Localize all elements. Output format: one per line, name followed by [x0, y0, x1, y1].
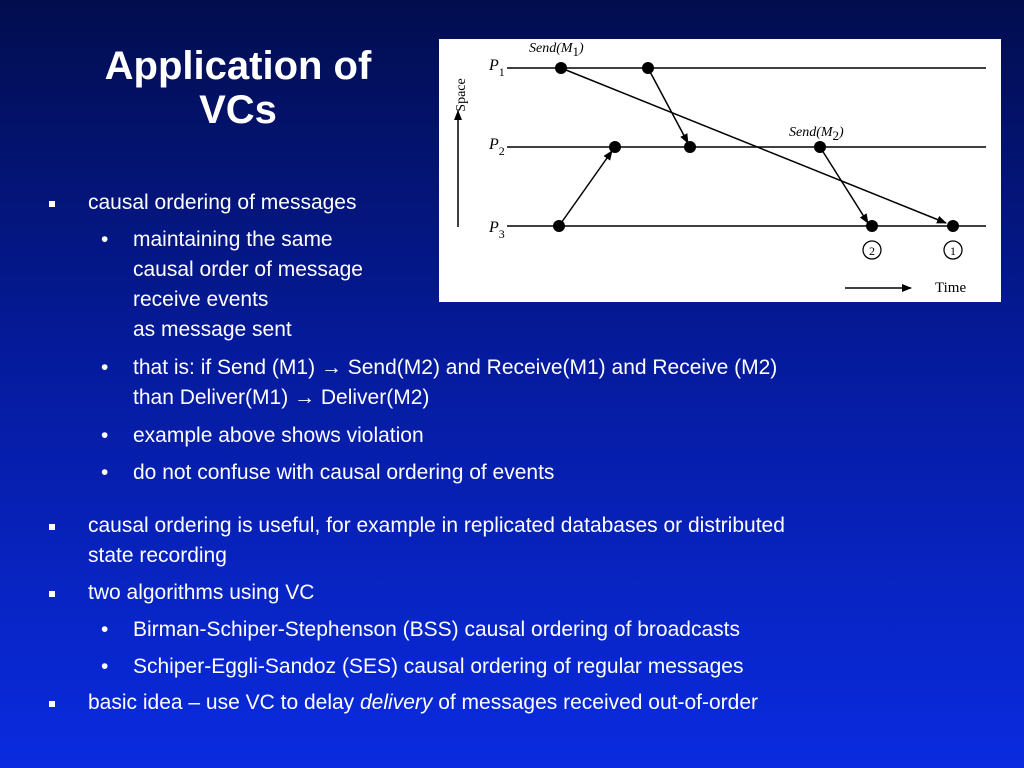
dot-bullet-icon: •: [101, 618, 109, 641]
receive-order-mark-1: [943, 240, 963, 260]
bullet-text-line: maintaining the same: [133, 228, 333, 251]
message-p1-p2-arrow: [647, 67, 689, 144]
bullet-text: example above shows violation: [133, 424, 424, 447]
event-dot: [609, 141, 621, 153]
event-dot: [684, 141, 696, 153]
dot-bullet-icon: •: [101, 424, 109, 447]
bullet-text-emphasis: delivery: [360, 691, 433, 714]
dot-bullet-icon: •: [101, 356, 109, 379]
receive-order-mark-2: [862, 240, 882, 260]
square-bullet-icon: [49, 591, 55, 597]
event-dot: [947, 220, 959, 232]
event-dot: [555, 62, 567, 74]
message-p3-p2-arrow: [558, 150, 613, 227]
bullet-text: causal ordering of messages: [88, 191, 357, 214]
square-bullet-icon: [49, 201, 55, 207]
bullet-text-line: than Deliver(M1) → Deliver(M2): [133, 386, 430, 409]
receive-order-2-text: 2: [869, 244, 875, 258]
message-m2-arrow: [819, 146, 869, 224]
bullet-text-line: receive events: [133, 288, 269, 311]
dot-bullet-icon: •: [101, 461, 109, 484]
bullet-text-post: of messages received out-of-order: [432, 691, 759, 714]
sub-bullet-bss: • Birman-Schiper-Stephenson (BSS) causal…: [101, 615, 740, 645]
receive-order-1-text: 1: [950, 244, 956, 258]
square-bullet-icon: [49, 524, 55, 530]
bullet-text: two algorithms using VC: [88, 581, 315, 604]
title-line-2: VCs: [199, 88, 277, 132]
sub-bullet-do-not-confuse: • do not confuse with causal ordering of…: [101, 458, 555, 488]
send-m2-label: Send(M2): [789, 125, 844, 143]
bullet-text-line: that is: if Send (M1) → Send(M2) and Rec…: [133, 356, 778, 379]
bullet-useful: causal ordering is useful, for example i…: [49, 511, 785, 571]
event-dot: [866, 220, 878, 232]
event-dot: [814, 141, 826, 153]
message-m1-arrow: [560, 67, 947, 224]
slide-title: Application of VCs: [60, 44, 416, 132]
sub-bullet-violation: • example above shows violation: [101, 421, 424, 451]
title-line-1: Application of: [104, 44, 372, 88]
process-label-p2: P2: [488, 136, 505, 158]
bullet-text-pre: basic idea – use VC to delay: [88, 691, 360, 714]
sub-bullet-maintaining: • maintaining the same causal order of m…: [101, 225, 363, 345]
event-dot: [553, 220, 565, 232]
time-label: Time: [935, 280, 966, 296]
dot-bullet-icon: •: [101, 655, 109, 678]
diagram-svg: Space P1 P2 P3 Send(M1) Send(M2) 2 1: [454, 41, 986, 296]
bullet-basic-idea: basic idea – use VC to delay delivery of…: [49, 688, 759, 718]
dot-bullet-icon: •: [101, 228, 109, 251]
bullet-text-line: causal ordering is useful, for example i…: [88, 514, 785, 537]
process-label-p1: P1: [488, 57, 505, 79]
bullet-text: do not confuse with causal ordering of e…: [133, 461, 555, 484]
send-m1-label: Send(M1): [529, 41, 584, 59]
bullet-text: Birman-Schiper-Stephenson (BSS) causal o…: [133, 618, 740, 641]
space-label: Space: [454, 78, 469, 111]
bullet-causal-ordering: causal ordering of messages: [49, 188, 357, 218]
bullet-text-line: causal order of message: [133, 258, 363, 281]
process-label-p3: P3: [488, 219, 505, 241]
bullet-two-algorithms: two algorithms using VC: [49, 578, 315, 608]
bullet-text-line: state recording: [88, 544, 227, 567]
space-time-diagram: Space P1 P2 P3 Send(M1) Send(M2) 2 1: [439, 39, 1001, 302]
sub-bullet-ses: • Schiper-Eggli-Sandoz (SES) causal orde…: [101, 652, 744, 682]
event-dot: [642, 62, 654, 74]
sub-bullet-that-is: • that is: if Send (M1) → Send(M2) and R…: [101, 353, 778, 413]
bullet-text: Schiper-Eggli-Sandoz (SES) causal orderi…: [133, 655, 744, 678]
bullet-text-line: as message sent: [133, 318, 292, 341]
square-bullet-icon: [49, 701, 55, 707]
